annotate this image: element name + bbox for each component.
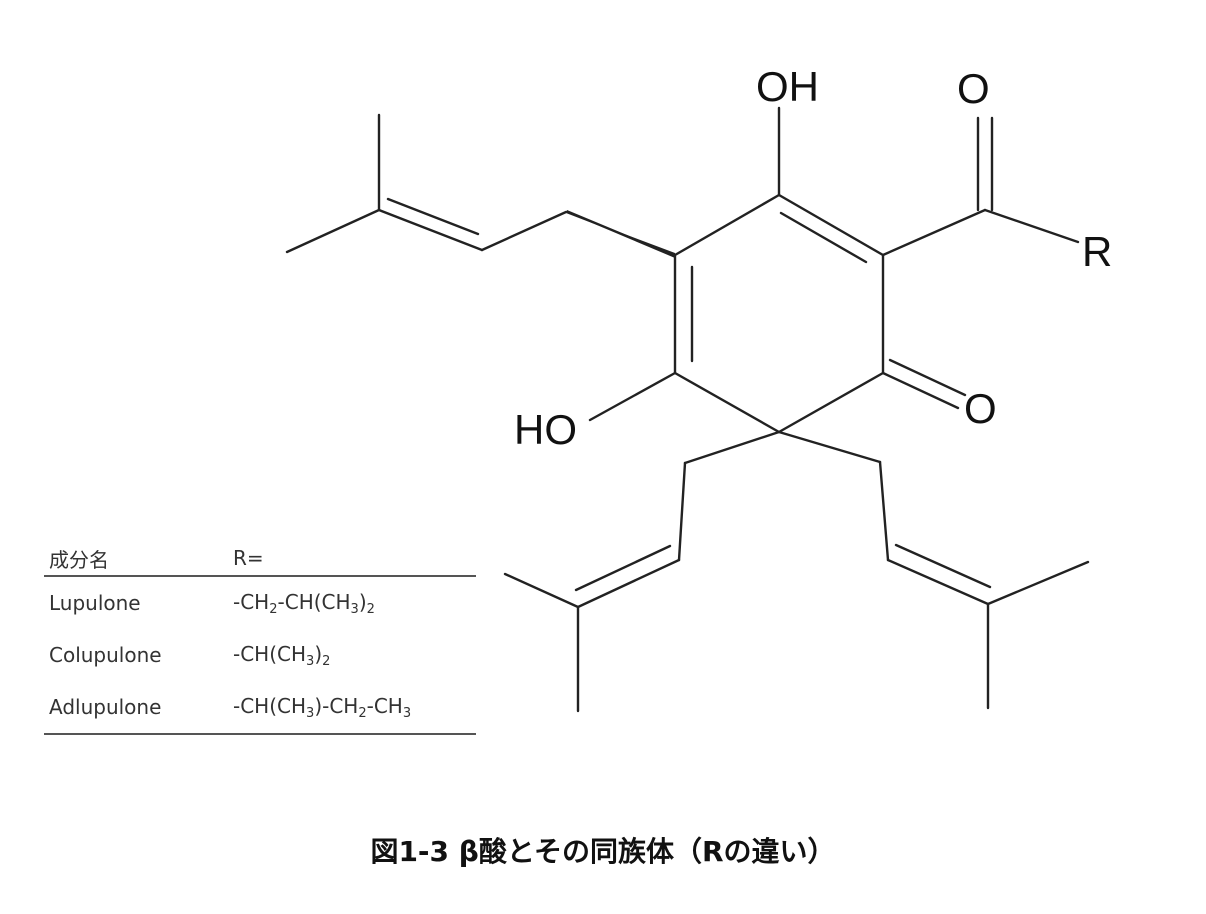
ring-bond-c6-c1 xyxy=(673,193,781,257)
bond-ch-c-left-a xyxy=(576,558,681,609)
table-row: Colupulone -CH(CH3)2 xyxy=(44,629,476,681)
bond-ch-c-left-b xyxy=(574,544,672,592)
prenyl-top xyxy=(285,113,675,258)
bond-c-methyl-right-side xyxy=(986,560,1090,606)
bond-c5-ho xyxy=(588,371,677,422)
figure-caption: 図1-3 β酸とその同族体（Rの違い） xyxy=(370,835,836,868)
ho-left-group: HO xyxy=(514,371,677,453)
ring-bonds xyxy=(673,193,885,434)
bond-ch-c-right-b xyxy=(894,543,992,589)
header-r-cell: R= xyxy=(233,546,264,570)
bond-c3-o-a xyxy=(881,371,960,410)
compound-name-cell: Lupulone xyxy=(49,591,141,615)
prenyl-bottom-left xyxy=(503,430,781,713)
ring-bond-c1-c2 xyxy=(777,193,885,257)
bond-c2-carbonyl xyxy=(881,208,987,257)
r-group-label: R xyxy=(1082,228,1112,275)
bond-ch2-ch-left xyxy=(677,461,687,562)
bond-c4-ch2-left xyxy=(683,430,781,465)
oh-top-label: OH xyxy=(756,63,819,110)
compound-name-cell: Adlupulone xyxy=(49,695,162,719)
bond-ch-c-double-b xyxy=(386,197,480,236)
bond-ch-c-double-a xyxy=(377,208,484,252)
homolog-table: 成分名 R= Lupulone -CH2-CH(CH3)2 Colupulone… xyxy=(44,541,476,735)
ring-bond-c1-c2-inner xyxy=(779,211,868,264)
o-carbonyl-label: O xyxy=(957,65,990,112)
r-group-formula-cell: -CH(CH3)2 xyxy=(233,641,331,669)
ho-left-label: HO xyxy=(514,406,577,453)
o-ring-label: O xyxy=(964,385,997,432)
bond-ch-c-right-a xyxy=(886,558,990,606)
compound-name-cell: Colupulone xyxy=(49,643,162,667)
table-header-row: 成分名 R= xyxy=(44,541,476,577)
table-row: Adlupulone -CH(CH3)-CH2-CH3 xyxy=(44,681,476,735)
oh-top-group: OH xyxy=(756,63,819,197)
ring-ketone: O xyxy=(881,358,997,432)
bond-carbonyl-r xyxy=(983,208,1080,244)
header-name-cell: 成分名 xyxy=(49,547,109,572)
wedge-bond-c6-ch2-fill xyxy=(566,212,675,258)
bond-ch2-ch-right xyxy=(878,460,890,562)
table-row: Lupulone -CH2-CH(CH3)2 xyxy=(44,577,476,629)
bond-c4-ch2-right xyxy=(777,430,882,464)
bond-c3-o-b xyxy=(888,358,967,397)
r-group-formula-cell: -CH2-CH(CH3)2 xyxy=(233,589,375,617)
bond-c-methyl-left xyxy=(285,208,381,254)
bond-c-methyl-left-side xyxy=(503,572,580,609)
acyl-group: O R xyxy=(881,65,1112,275)
r-group-formula-cell: -CH(CH3)-CH2-CH3 xyxy=(233,693,412,721)
bond-ch2-ch xyxy=(480,210,568,252)
ring-bond-c4-c5 xyxy=(673,371,781,434)
ring-bond-c3-c4 xyxy=(777,371,885,434)
prenyl-bottom-right xyxy=(777,430,1090,710)
